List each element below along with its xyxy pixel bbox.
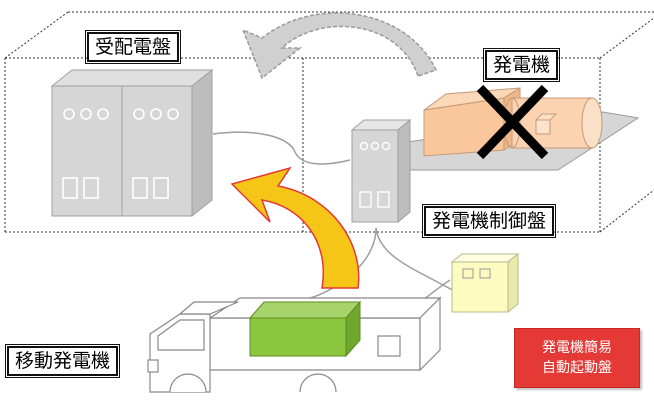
label-hatsudenki: 発電機 [482,48,561,82]
label-idou-hatsudenki: 移動発電機 [4,344,121,378]
yellow-curved-arrow [230,166,360,289]
control-panel [350,118,412,224]
auto-start-panel [450,252,520,314]
truck-cargo-green [248,300,362,358]
gray-curved-arrow [241,12,438,80]
generator [423,87,603,157]
jyuhai-panel [50,68,214,218]
kani-line-1: 発電機簡易 [542,340,612,356]
label-kani-jidou-kidouban: 発電機簡易 自動起動盤 [514,328,640,388]
label-jyuhai-denban: 受配電盤 [84,30,182,64]
kani-line-2: 自動起動盤 [542,360,612,376]
broken-cross-icon [476,84,549,160]
label-seigyo-ban: 発電機制御盤 [421,204,557,238]
